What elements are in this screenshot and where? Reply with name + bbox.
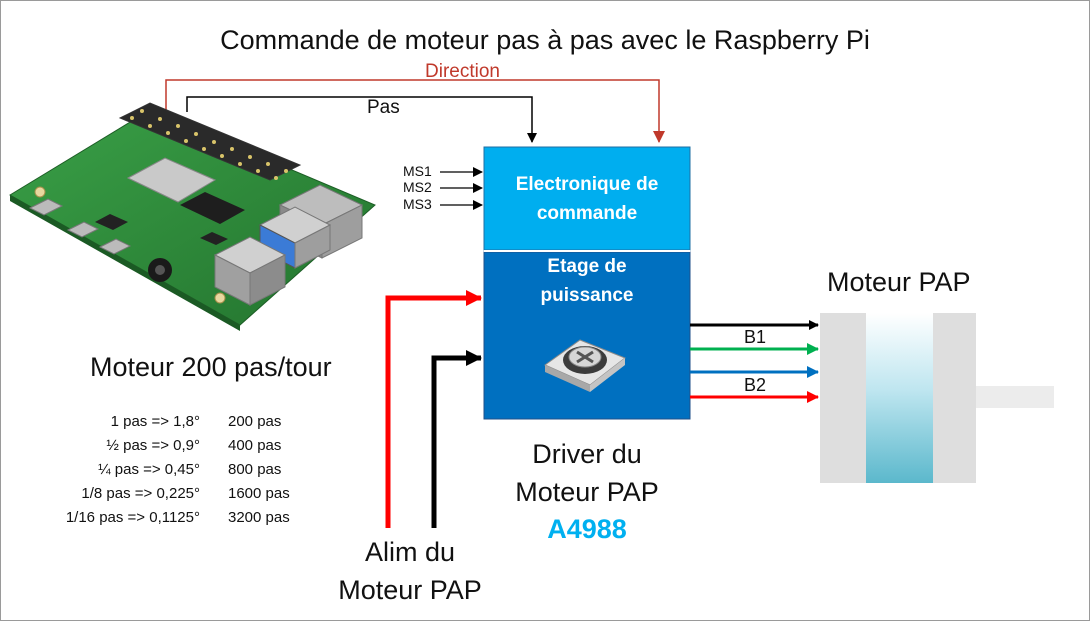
count-row-1: 200 pas	[228, 413, 282, 430]
power-red-wire	[385, 290, 482, 528]
power-supply-caption: Alim du Moteur PAP	[310, 533, 510, 609]
power-block-label: Etage de puissance	[484, 252, 690, 310]
control-electronics-block	[483, 146, 691, 251]
control-block-label: Electronique de commande	[484, 147, 690, 250]
page-title: Commande de moteur pas à pas avec le Ras…	[220, 25, 870, 55]
driver-caption-line2: Moteur PAP	[515, 477, 659, 507]
stepper-motor-icon	[820, 313, 1054, 483]
b2-label: B2	[744, 375, 767, 395]
count-row-4: 1600 pas	[228, 485, 290, 502]
power-black-wire	[431, 350, 482, 528]
power-stage-block	[483, 251, 691, 420]
pas-label: Pas	[367, 97, 400, 118]
count-row-2: 400 pas	[228, 437, 282, 454]
potentiometer-icon	[543, 339, 626, 392]
driver-model: A4988	[547, 514, 627, 544]
ms1-label: MS1	[403, 163, 432, 179]
power-block-text: Etage de puissance	[540, 256, 634, 306]
count-row-5: 3200 pas	[228, 509, 290, 526]
raspberry-pi-board-icon	[9, 102, 376, 331]
resolution-heading: Moteur 200 pas/tour	[90, 352, 332, 382]
power-supply-line2: Moteur PAP	[338, 575, 482, 605]
driver-caption-line1: Driver du	[532, 439, 642, 469]
step-row-5: 1/16 pas => 0,1125°	[65, 509, 200, 526]
pas-signal-line	[186, 96, 537, 143]
step-row-2: ½ pas => 0,9°	[106, 437, 200, 454]
count-row-3: 800 pas	[228, 461, 282, 478]
power-supply-line1: Alim du	[364, 537, 456, 567]
direction-signal-line	[165, 79, 665, 143]
control-block-text: Electronique de commande	[515, 173, 659, 224]
b1-label: B1	[744, 327, 767, 347]
direction-label: Direction	[425, 61, 500, 82]
motor-label: Moteur PAP	[827, 267, 971, 297]
driver-caption: Driver du Moteur PAP	[484, 435, 690, 511]
ms3-label: MS3	[403, 196, 432, 212]
step-row-1: 1 pas => 1,8°	[110, 413, 200, 430]
step-row-4: 1/8 pas => 0,225°	[81, 485, 200, 502]
step-row-3: ¼ pas => 0,45°	[98, 461, 200, 478]
ms2-label: MS2	[403, 179, 432, 195]
